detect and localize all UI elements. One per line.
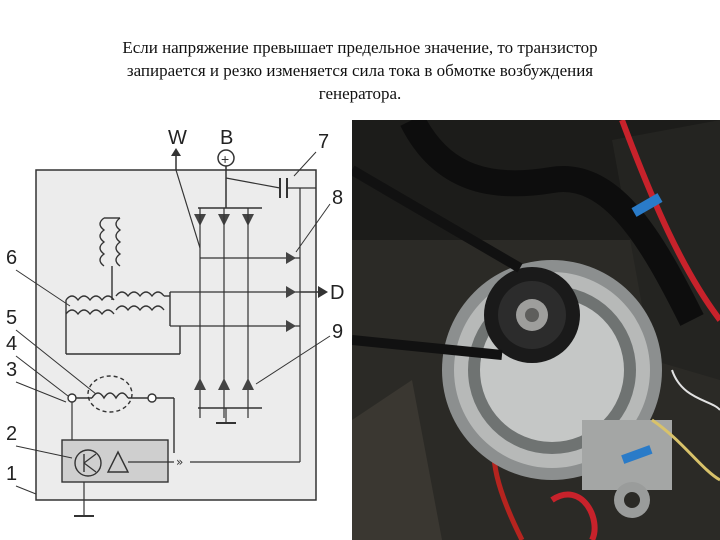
pulley bbox=[484, 267, 580, 363]
terminal-d-label: D bbox=[330, 282, 344, 304]
diode-bank-bottom bbox=[194, 378, 254, 390]
stator-windings bbox=[65, 217, 181, 355]
alternator-photo bbox=[352, 120, 720, 540]
caption-line-3: генератора. bbox=[318, 84, 402, 103]
caption-line-1: Если напряжение превышает предельное зна… bbox=[122, 38, 598, 57]
terminal-w-label: W bbox=[168, 127, 187, 149]
amplifier-symbol bbox=[106, 450, 130, 473]
callout-4: 4 bbox=[6, 333, 17, 355]
terminal-b-label: B bbox=[220, 127, 233, 149]
callout-7: 7 bbox=[318, 131, 329, 153]
transistor-symbol bbox=[74, 449, 102, 477]
callout-9: 9 bbox=[332, 321, 343, 343]
callout-1: 1 bbox=[6, 463, 17, 485]
callout-6: 6 bbox=[6, 247, 17, 269]
callout-2: 2 bbox=[6, 423, 17, 445]
diode-bank-middle bbox=[286, 252, 296, 332]
callout-8: 8 bbox=[332, 187, 343, 209]
svg-text:»: » bbox=[176, 455, 183, 469]
callout-5: 5 bbox=[6, 307, 17, 329]
plus-sign: + bbox=[221, 151, 229, 167]
caption-line-2: запирается и резко изменяется сила тока … bbox=[126, 61, 594, 80]
caption: Если напряжение превышает предельное зна… bbox=[40, 36, 680, 105]
generator-wiring-diagram: W B + 7 D 8 9 bbox=[6, 127, 344, 517]
callout-3: 3 bbox=[6, 359, 17, 381]
